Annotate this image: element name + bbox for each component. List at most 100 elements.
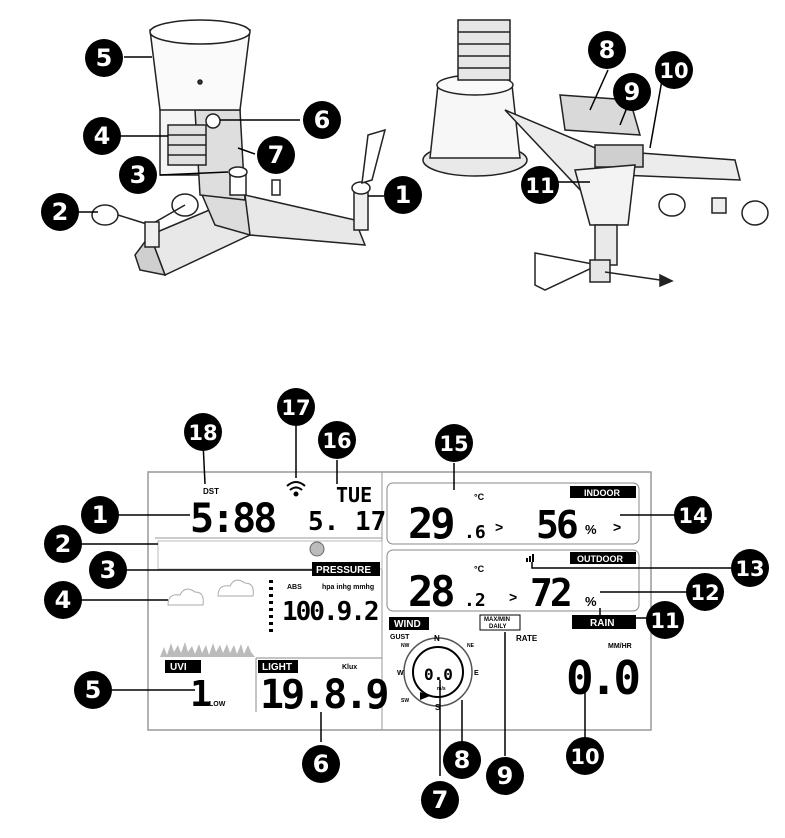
pressure-tag <box>312 562 380 576</box>
rate-label: RATE <box>516 634 538 643</box>
callout-number: 11 <box>650 609 679 633</box>
pressure-label: PRESSURE <box>316 565 371 576</box>
callout-marker-18 <box>184 413 222 451</box>
light-unit: Klux <box>342 664 357 671</box>
callout-number: 7 <box>432 786 449 814</box>
callout-number: 3 <box>130 161 147 189</box>
callout-marker-8 <box>588 31 626 69</box>
callout-number: 5 <box>96 44 113 72</box>
pressure-value: 100.9.2 <box>282 597 378 627</box>
callout-marker-2 <box>41 193 79 231</box>
compass-e: E <box>474 670 479 677</box>
pressure-units: hpa inhg mmhg <box>322 584 374 591</box>
callout-number: 11 <box>525 174 554 198</box>
callout-number: 17 <box>281 396 310 420</box>
grass-graphic <box>160 642 255 657</box>
leader-lines <box>76 56 740 776</box>
callout-number: 10 <box>659 59 688 83</box>
callout-number: 6 <box>314 106 331 134</box>
callout-number: 5 <box>85 676 102 704</box>
wind-unit: m/s <box>437 686 446 692</box>
callout-marker-16 <box>318 421 356 459</box>
weather-strip <box>157 540 383 570</box>
indoor-humidity-unit: % <box>585 522 597 537</box>
outdoor-temp-unit: °C <box>474 564 485 574</box>
rain-unit: MM/HR <box>608 643 632 650</box>
indoor-label: INDOOR <box>584 488 621 498</box>
indoor-temp-unit: °C <box>474 492 485 502</box>
compass-ne: NE <box>467 643 475 649</box>
signal-icon <box>526 554 534 562</box>
callout-marker-1 <box>384 176 422 214</box>
maxmin-line2: DAILY <box>489 624 506 630</box>
callout-marker-4 <box>83 117 121 155</box>
outdoor-humidity-unit: % <box>585 594 597 609</box>
callout-number: 15 <box>439 432 468 456</box>
console-display: DST 5:88 TUE 5. 17 PRESSURE ABS hpa inhg… <box>147 471 652 731</box>
compass-nw: NW <box>401 643 410 649</box>
callout-number: 13 <box>735 557 764 581</box>
indoor-temp-dec: .6 <box>464 522 486 543</box>
callout-marker-15 <box>435 424 473 462</box>
callout-marker-11 <box>521 166 559 204</box>
uvi-label: UVI <box>170 662 187 673</box>
callout-number: 1 <box>92 501 109 529</box>
indoor-arrow: > <box>495 519 503 535</box>
callout-number: 10 <box>570 745 599 769</box>
callout-number: 16 <box>322 429 351 453</box>
uvi-level: LOW <box>209 701 226 708</box>
callout-marker-6 <box>303 101 341 139</box>
compass-sw: SW <box>401 698 409 704</box>
compass-n: N <box>434 634 440 643</box>
light-value: 19.8.9 <box>260 672 387 718</box>
callout-marker-5 <box>85 39 123 77</box>
outdoor-tag <box>570 552 636 564</box>
wind-label: WIND <box>394 619 421 630</box>
callout-marker-4 <box>44 581 82 619</box>
maxmin-box <box>479 614 521 631</box>
gust-label: GUST <box>390 634 410 641</box>
indoor-tag <box>570 486 636 498</box>
moon-icon <box>309 541 325 557</box>
callout-marker-12 <box>686 573 724 611</box>
callout-marker-9 <box>613 73 651 111</box>
time-display: 5:88 <box>190 496 275 542</box>
callout-number: 6 <box>313 750 330 778</box>
callout-number: 4 <box>94 122 111 150</box>
light-label: LIGHT <box>262 662 292 673</box>
dst-label: DST <box>203 487 219 496</box>
outdoor-temp-main: 28 <box>408 567 453 616</box>
pressure-bargraph <box>269 580 273 632</box>
rain-value: 0.0 <box>566 651 638 705</box>
callout-marker-3 <box>119 156 157 194</box>
callout-number: 8 <box>454 746 471 774</box>
callout-number: 3 <box>100 556 117 584</box>
console-frame <box>147 471 652 731</box>
callout-marker-10 <box>566 737 604 775</box>
compass-s: S <box>435 703 441 712</box>
light-tag <box>258 660 298 673</box>
callout-marker-2 <box>44 525 82 563</box>
outdoor-arrow: > <box>509 589 517 605</box>
callout-marker-6 <box>302 745 340 783</box>
callout-marker-14 <box>674 496 712 534</box>
indoor-panel <box>386 482 640 545</box>
callout-number: 8 <box>599 36 616 64</box>
wind-tag <box>389 617 429 630</box>
uvi-value: 1 <box>190 674 212 715</box>
callout-number: 4 <box>55 586 72 614</box>
wind-direction-pointer-icon <box>420 692 430 700</box>
outdoor-humidity: 72 <box>530 571 570 615</box>
callout-number: 9 <box>624 78 641 106</box>
callout-marker-9 <box>486 757 524 795</box>
callout-marker-1 <box>81 496 119 534</box>
callout-number: 14 <box>678 504 707 528</box>
sensor-back-illustration <box>422 19 769 291</box>
outdoor-label: OUTDOOR <box>577 554 623 564</box>
indoor-humidity-arrow: > <box>613 519 621 535</box>
callout-marker-7 <box>421 781 459 819</box>
callout-marker-13 <box>731 549 769 587</box>
day-display: TUE <box>336 483 372 507</box>
callout-marker-7 <box>257 136 295 174</box>
sensor-front-illustration <box>91 19 387 277</box>
